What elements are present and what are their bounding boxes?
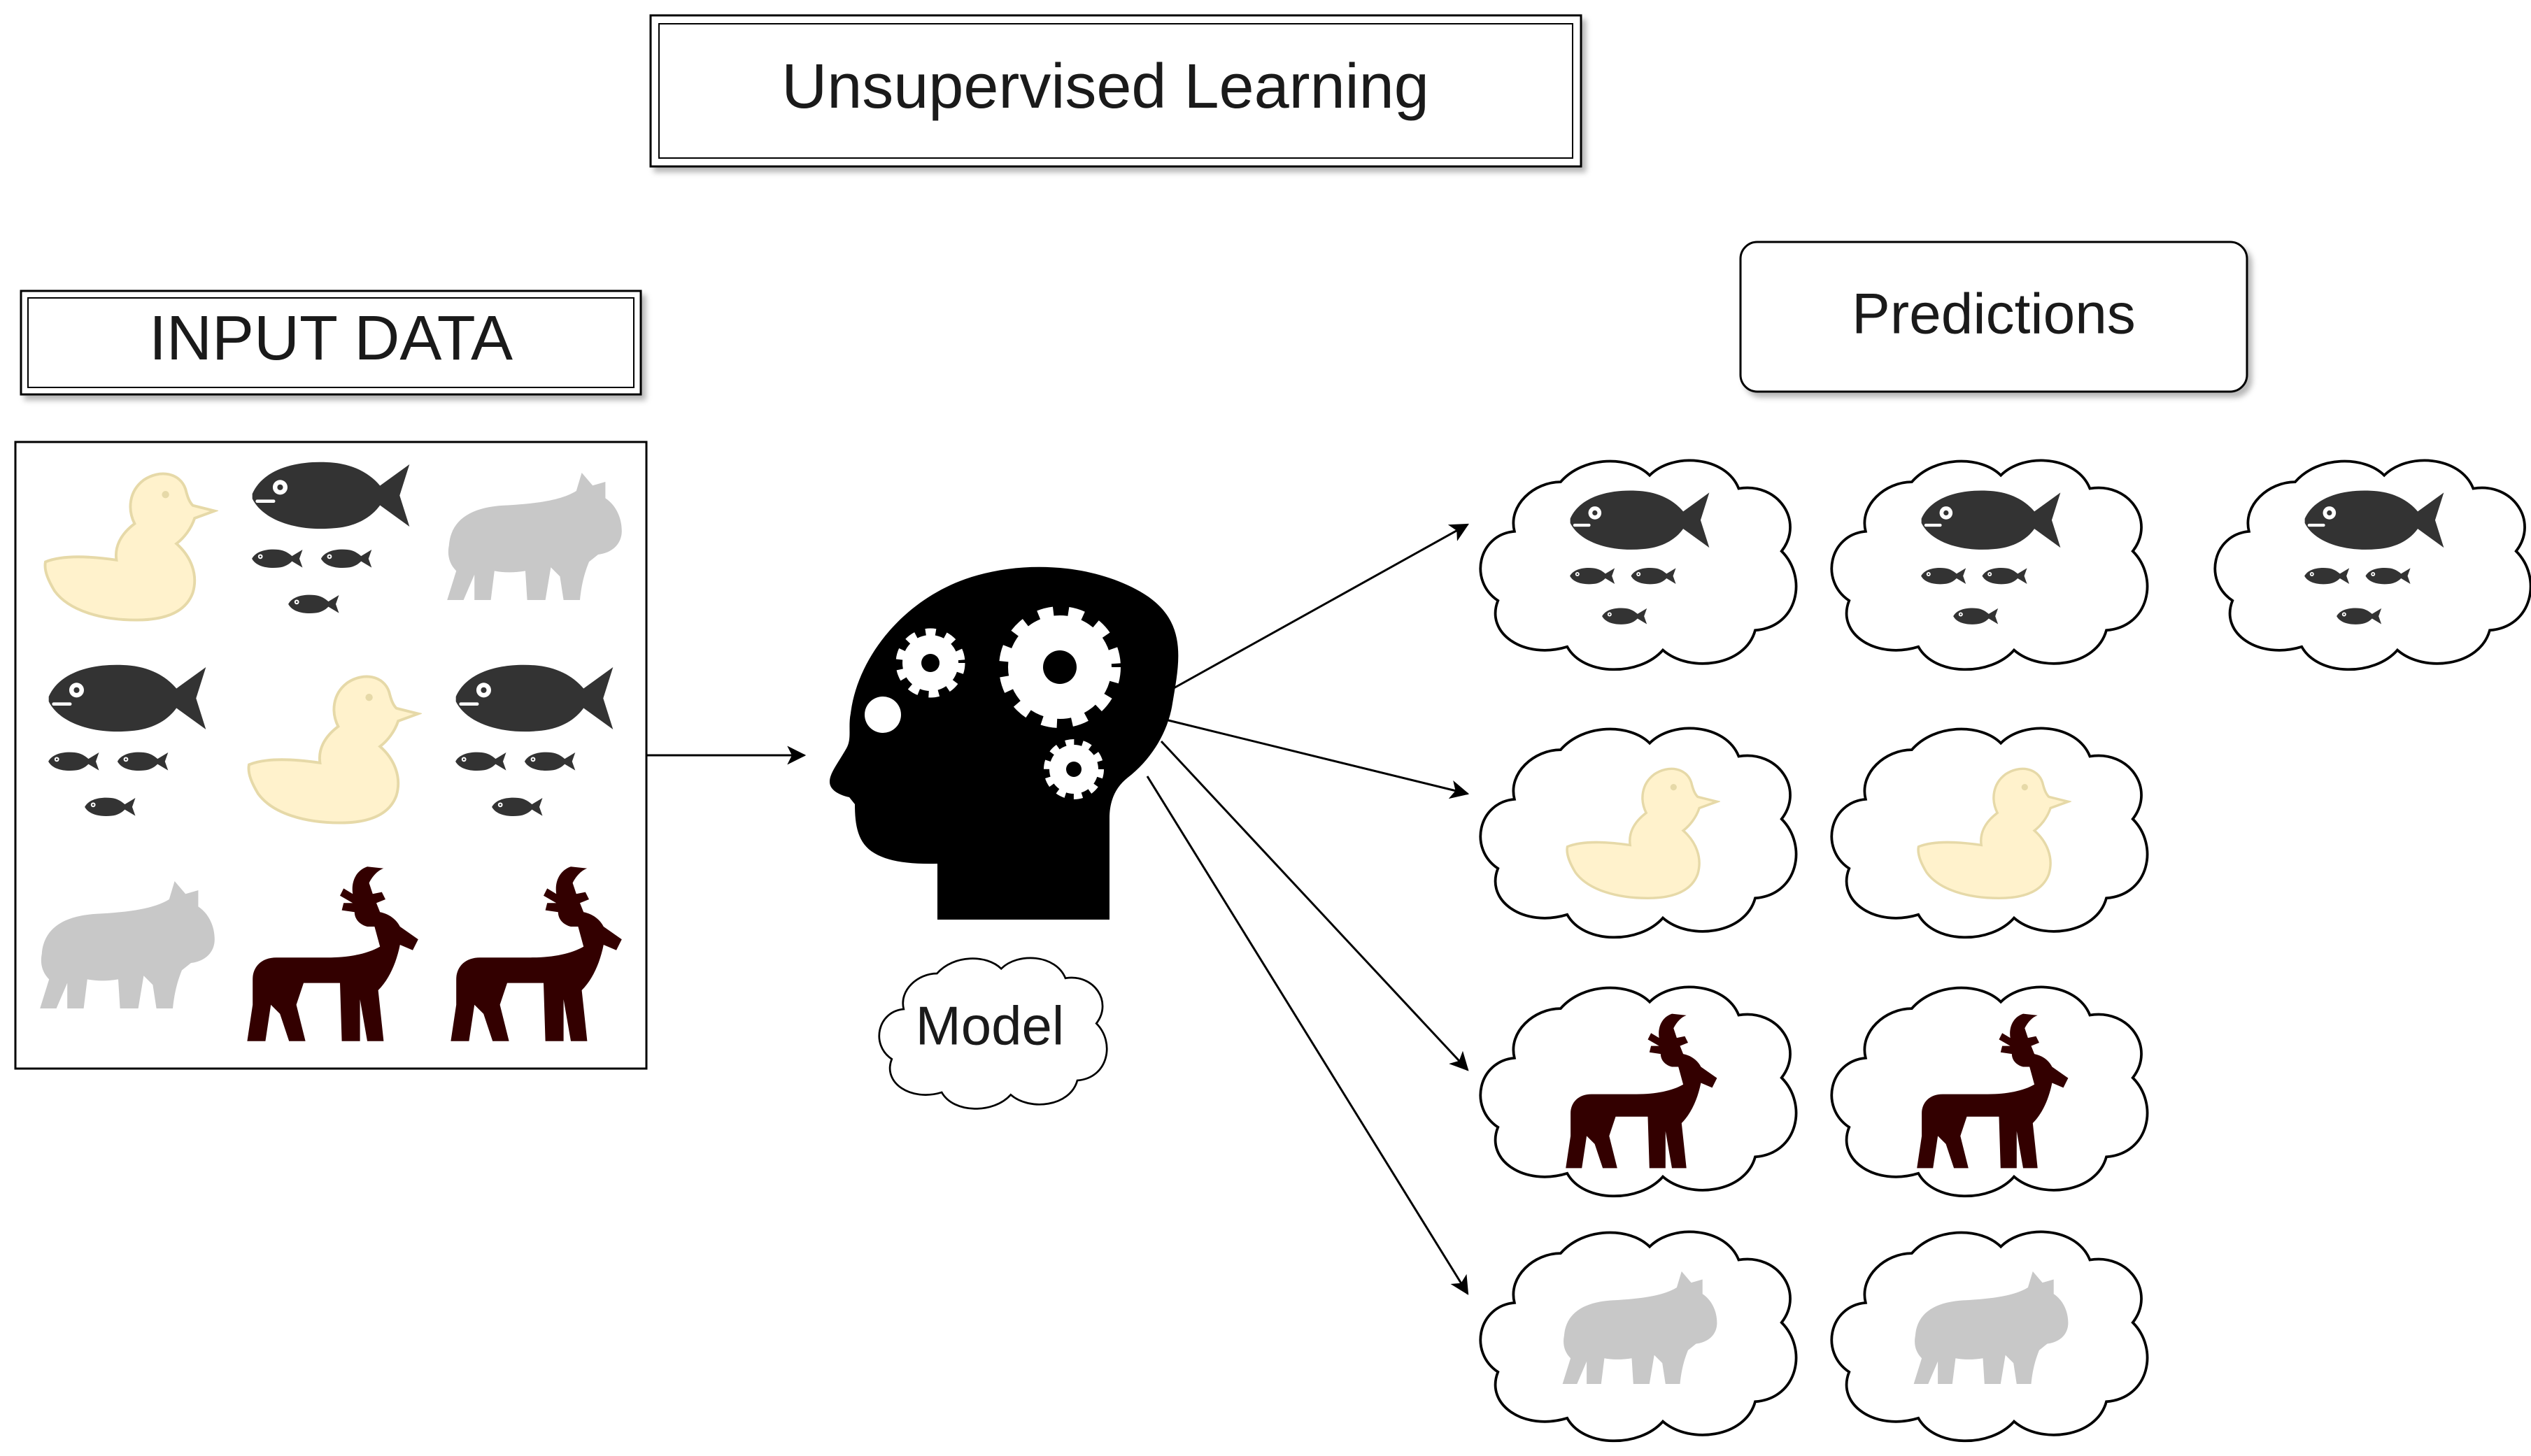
arrow-model-to-duck-cluster: [1168, 719, 1470, 799]
prediction-cloud: [1479, 985, 1798, 1198]
diagram-title: Unsupervised Learning: [781, 52, 1429, 122]
predictions-label-box: [1739, 241, 2248, 393]
input-data-label-box: [20, 290, 642, 396]
prediction-clusters: [1479, 459, 2531, 1443]
duck-cluster: [1479, 727, 2149, 939]
arrow-model-to-bear-cluster: [1146, 776, 1469, 1295]
input-data-label: INPUT DATA: [149, 304, 513, 373]
fish-cluster: [1479, 459, 2531, 671]
predictions-label: Predictions: [1852, 283, 2136, 346]
title-box: [649, 14, 1582, 168]
arrow-model-to-fish-cluster: [1172, 523, 1469, 690]
model-head-icon: [830, 566, 1179, 920]
deer-cluster: [1479, 985, 2149, 1198]
model-label: Model: [916, 995, 1064, 1057]
arrow-model-to-deer-cluster: [1160, 740, 1469, 1071]
bear-cluster: [1479, 1230, 2149, 1443]
prediction-cloud: [1830, 985, 2149, 1198]
